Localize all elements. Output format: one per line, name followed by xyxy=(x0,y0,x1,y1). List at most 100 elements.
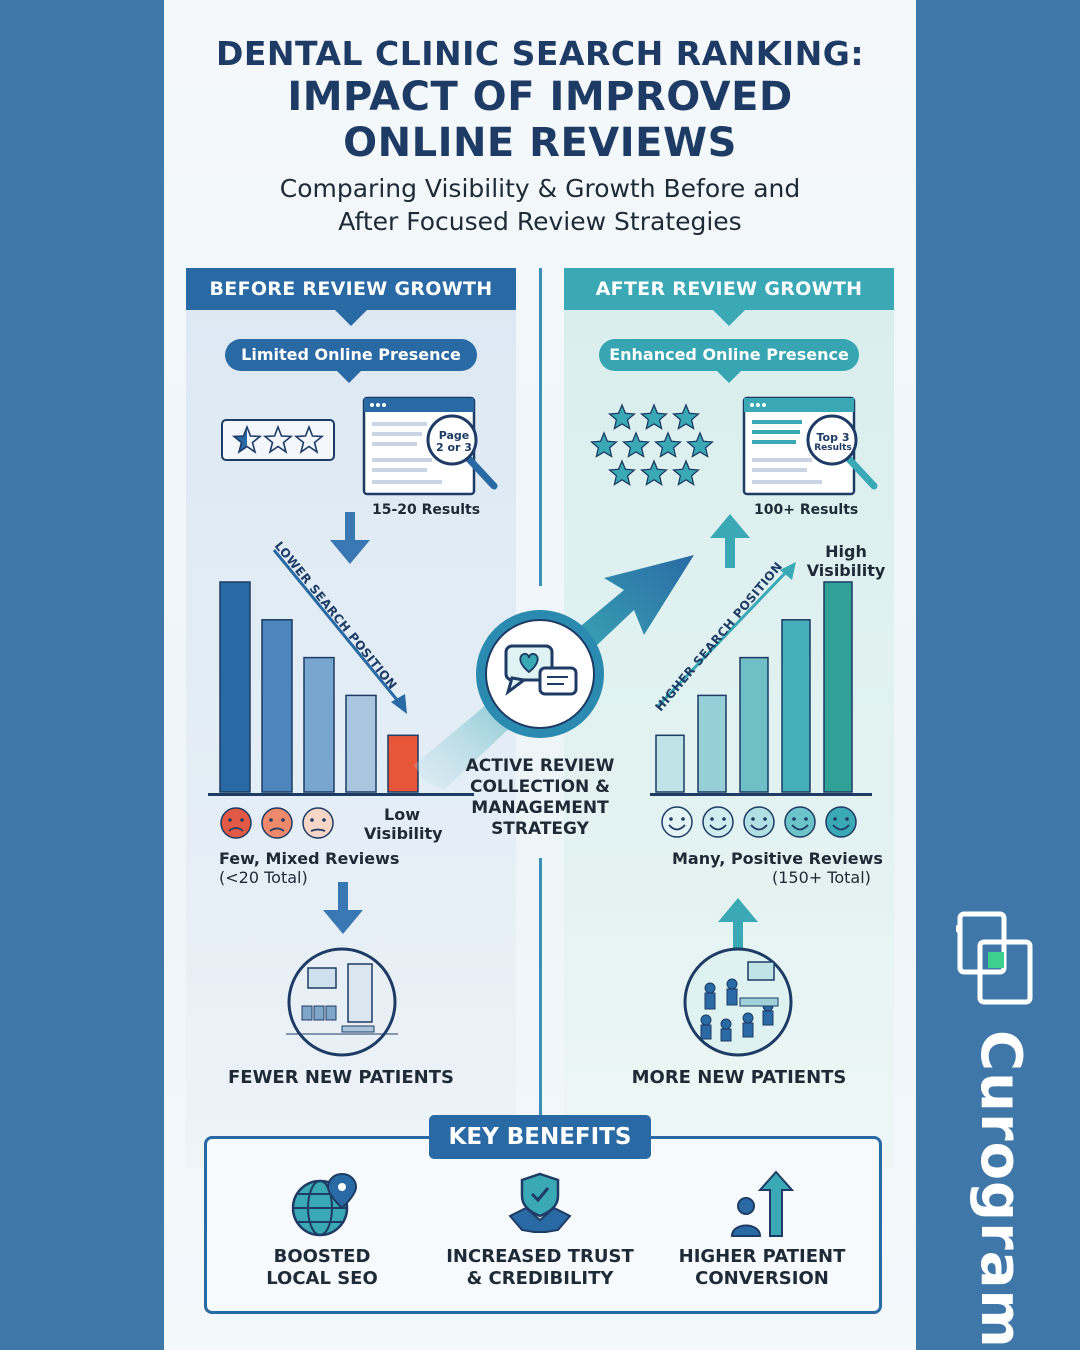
after-bar-5 xyxy=(823,581,853,793)
happy-face-icon xyxy=(825,806,857,838)
after-reviews-count: (150+ Total) xyxy=(772,868,871,887)
handshake-shield-icon xyxy=(508,1172,572,1233)
star-rating-icon xyxy=(231,424,325,454)
before-header: BEFORE REVIEW GROWTH xyxy=(186,268,516,310)
star-icon xyxy=(685,431,715,458)
after-pill: Enhanced Online Presence xyxy=(599,339,859,371)
before-bar-1 xyxy=(219,581,251,793)
center-divider-bottom xyxy=(539,858,542,1116)
before-bar-chart xyxy=(219,581,419,793)
star-icon xyxy=(671,459,701,486)
arrow-down-icon xyxy=(330,512,370,564)
after-reviews-title: Many, Positive Reviews xyxy=(672,849,883,868)
strategy-l4: STRATEGY xyxy=(491,819,589,839)
after-trend-arrow xyxy=(656,562,796,708)
heart-chat-icon xyxy=(504,644,578,696)
before-bar-3 xyxy=(303,656,335,793)
sad-face-icon xyxy=(261,807,293,839)
brand-name: Curogram xyxy=(968,1030,1033,1349)
before-pill: Limited Online Presence xyxy=(225,339,477,371)
five-star-cluster-icon xyxy=(590,403,715,486)
after-header-notch xyxy=(713,310,745,326)
after-visibility-label: High Visibility xyxy=(806,542,886,580)
after-bar-chart xyxy=(655,581,853,793)
benefit-1-l2: LOCAL SEO xyxy=(266,1268,378,1289)
chat-bubbles-logo-icon xyxy=(956,911,1033,1005)
before-results: 15-20 Results xyxy=(372,502,481,518)
review-faces-positive xyxy=(661,806,857,838)
brand: Curogram xyxy=(930,900,1070,1349)
after-bar-4 xyxy=(781,619,811,793)
after-visibility-l1: High xyxy=(825,542,867,561)
benefit-increased-trust: INCREASED TRUST & CREDIBILITY xyxy=(440,1246,640,1290)
after-bar-3 xyxy=(739,656,769,793)
arrow-down-icon xyxy=(323,882,363,934)
after-bar-1 xyxy=(655,734,685,793)
after-search-page-l2: Results xyxy=(814,443,852,453)
after-search-page-l1: Top 3 xyxy=(816,431,850,444)
star-icon xyxy=(671,403,701,430)
after-results: 100+ Results xyxy=(754,502,859,518)
star-icon xyxy=(590,431,619,458)
happy-face-icon xyxy=(702,806,734,838)
after-patients: MORE NEW PATIENTS xyxy=(631,1067,847,1088)
main-title-line-2b: ONLINE REVIEWS xyxy=(343,120,737,166)
star-icon xyxy=(607,459,637,486)
before-visibility-l1: Low xyxy=(384,805,420,824)
strategy-l2: COLLECTION & xyxy=(469,777,611,797)
neutral-face-icon xyxy=(302,807,334,839)
center-divider-top xyxy=(539,268,542,586)
before-visibility-l2: Visibility xyxy=(364,824,443,843)
before-search-page-l2: 2 or 3 xyxy=(436,441,472,454)
benefit-1-l1: BOOSTED xyxy=(273,1246,371,1267)
key-benefits-title: KEY BENEFITS xyxy=(429,1115,651,1159)
subtitle-line-1: Comparing Visibility & Growth Before and xyxy=(279,174,801,203)
arrow-up-icon xyxy=(710,514,750,568)
happy-face-icon xyxy=(743,806,775,838)
busy-clinic-icon xyxy=(683,947,793,1057)
benefit-2-l2: & CREDIBILITY xyxy=(466,1268,614,1289)
chat-heart-badge xyxy=(476,610,604,738)
before-pill-notch xyxy=(337,371,361,383)
strategy-label: ACTIVE REVIEW COLLECTION & MANAGEMENT ST… xyxy=(450,756,630,840)
strategy-l1: ACTIVE REVIEW xyxy=(465,756,615,776)
before-trend-arrow xyxy=(272,549,407,714)
before-reviews-title: Few, Mixed Reviews xyxy=(219,849,400,868)
subtitle: Comparing Visibility & Growth Before and… xyxy=(164,172,916,238)
star-icon xyxy=(653,431,683,458)
before-visibility-label: Low Visibility xyxy=(364,805,443,843)
empty-waiting-room-icon xyxy=(286,947,398,1057)
main-title-line-2: IMPACT OF IMPROVED ONLINE REVIEWS xyxy=(164,74,916,166)
main-title-line-1: DENTAL CLINIC SEARCH RANKING: xyxy=(215,34,865,73)
after-search-page-label: Top 3 Results xyxy=(810,432,856,454)
after-search-browser-icon xyxy=(742,396,878,496)
before-patients: FEWER NEW PATIENTS xyxy=(227,1067,454,1088)
angry-face-icon xyxy=(220,807,252,839)
benefit-2-l1: INCREASED TRUST xyxy=(446,1246,634,1267)
before-header-notch xyxy=(335,310,367,326)
strategy-l3: MANAGEMENT xyxy=(471,798,609,818)
benefit-boosted-local-seo: BOOSTED LOCAL SEO xyxy=(222,1246,422,1290)
happy-face-icon xyxy=(661,806,693,838)
before-search-page-l1: Page xyxy=(438,429,470,442)
before-bar-4 xyxy=(345,694,377,793)
benefit-3-l1: HIGHER PATIENT xyxy=(678,1246,846,1267)
before-search-browser-icon xyxy=(362,396,498,496)
globe-pin-icon xyxy=(291,1172,358,1237)
after-header: AFTER REVIEW GROWTH xyxy=(564,268,894,310)
before-rating-box xyxy=(221,419,335,461)
arrow-up-icon xyxy=(718,898,758,952)
star-icon xyxy=(607,403,637,430)
subtitle-line-2: After Focused Review Strategies xyxy=(338,207,742,236)
after-baseline xyxy=(650,793,872,796)
main-title-line-2a: IMPACT OF IMPROVED xyxy=(287,74,793,120)
after-visibility-l2: Visibility xyxy=(806,561,886,580)
before-baseline xyxy=(208,793,474,796)
after-pill-notch xyxy=(717,371,741,383)
benefit-higher-conversion: HIGHER PATIENT CONVERSION xyxy=(662,1246,862,1290)
happy-face-icon xyxy=(784,806,816,838)
infographic-canvas: DENTAL CLINIC SEARCH RANKING: IMPACT OF … xyxy=(164,0,916,1350)
before-bar-2 xyxy=(261,619,293,793)
person-arrow-up-icon xyxy=(730,1170,795,1237)
after-bar-2 xyxy=(697,694,727,793)
